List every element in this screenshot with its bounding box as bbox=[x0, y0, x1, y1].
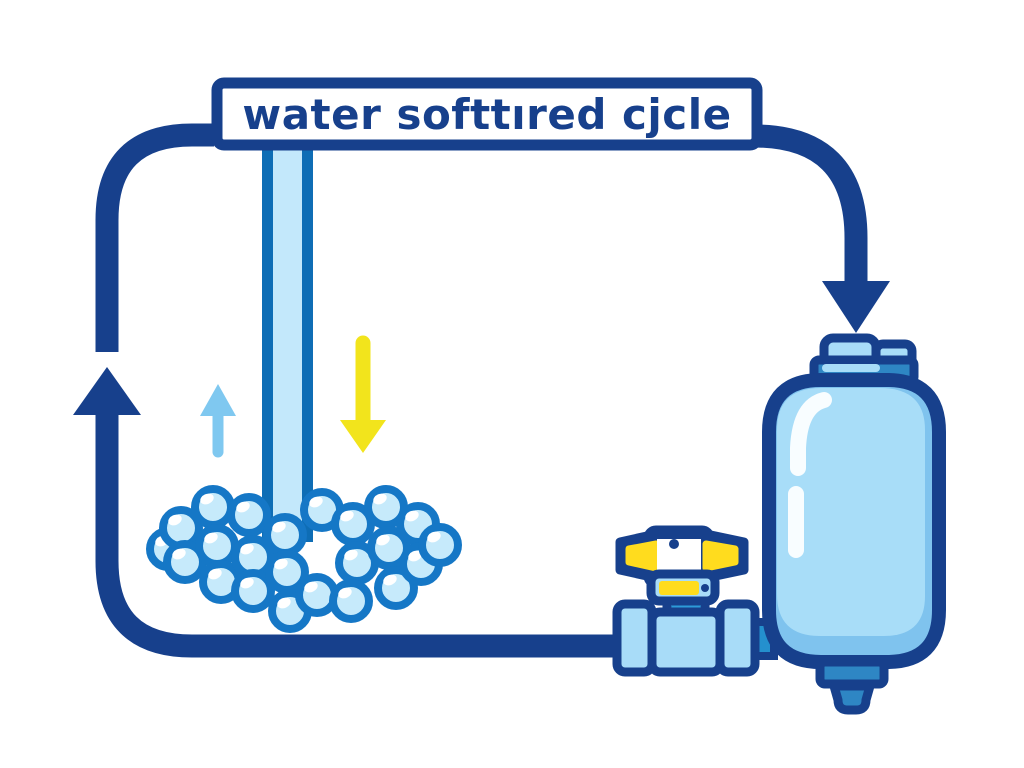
bead bbox=[199, 528, 235, 564]
bead bbox=[299, 577, 335, 613]
valve-handle-right-wing bbox=[702, 540, 739, 572]
bead bbox=[422, 527, 458, 563]
valve-collar-yellow-bar bbox=[659, 581, 699, 595]
cap-base-stripe bbox=[822, 364, 880, 372]
bead bbox=[231, 497, 267, 533]
loop-left-bottom-segment bbox=[95, 415, 630, 658]
bead bbox=[235, 573, 271, 609]
resin-beads bbox=[150, 489, 458, 629]
spigot-tip bbox=[829, 681, 875, 715]
tank-spigot bbox=[815, 657, 889, 715]
down-arrow-icon bbox=[340, 335, 386, 453]
feed-pipe-right-edge bbox=[302, 150, 313, 542]
bead bbox=[333, 583, 369, 619]
tank-fill bbox=[777, 388, 925, 636]
feed-pipe-left-edge bbox=[262, 150, 273, 542]
feed-pipe bbox=[262, 150, 313, 542]
bead bbox=[195, 489, 231, 525]
valve-collar-dot bbox=[701, 584, 709, 592]
spigot-bar bbox=[815, 657, 889, 689]
valve-handle-left-wing bbox=[625, 540, 660, 572]
valve-handle-notch bbox=[669, 539, 679, 549]
up-flow-arrowhead bbox=[73, 367, 141, 415]
valve-left-flange bbox=[612, 599, 657, 677]
valve-center-block bbox=[647, 607, 725, 677]
title-box bbox=[211, 77, 763, 151]
cap-left-tab-band bbox=[830, 344, 868, 353]
bead bbox=[267, 517, 303, 553]
valve-right-flange bbox=[715, 599, 760, 677]
softener-tank bbox=[762, 373, 946, 669]
loop-left-top-segment bbox=[95, 123, 214, 352]
loop-right-segment bbox=[753, 124, 868, 283]
flow-loop bbox=[73, 123, 890, 658]
control-valve bbox=[612, 525, 760, 677]
up-arrow-icon bbox=[200, 384, 236, 458]
tank-highlight-top bbox=[790, 392, 832, 476]
diagram-title: water softtıred cjcle bbox=[242, 89, 732, 139]
down-flow-arrowhead bbox=[822, 281, 890, 333]
